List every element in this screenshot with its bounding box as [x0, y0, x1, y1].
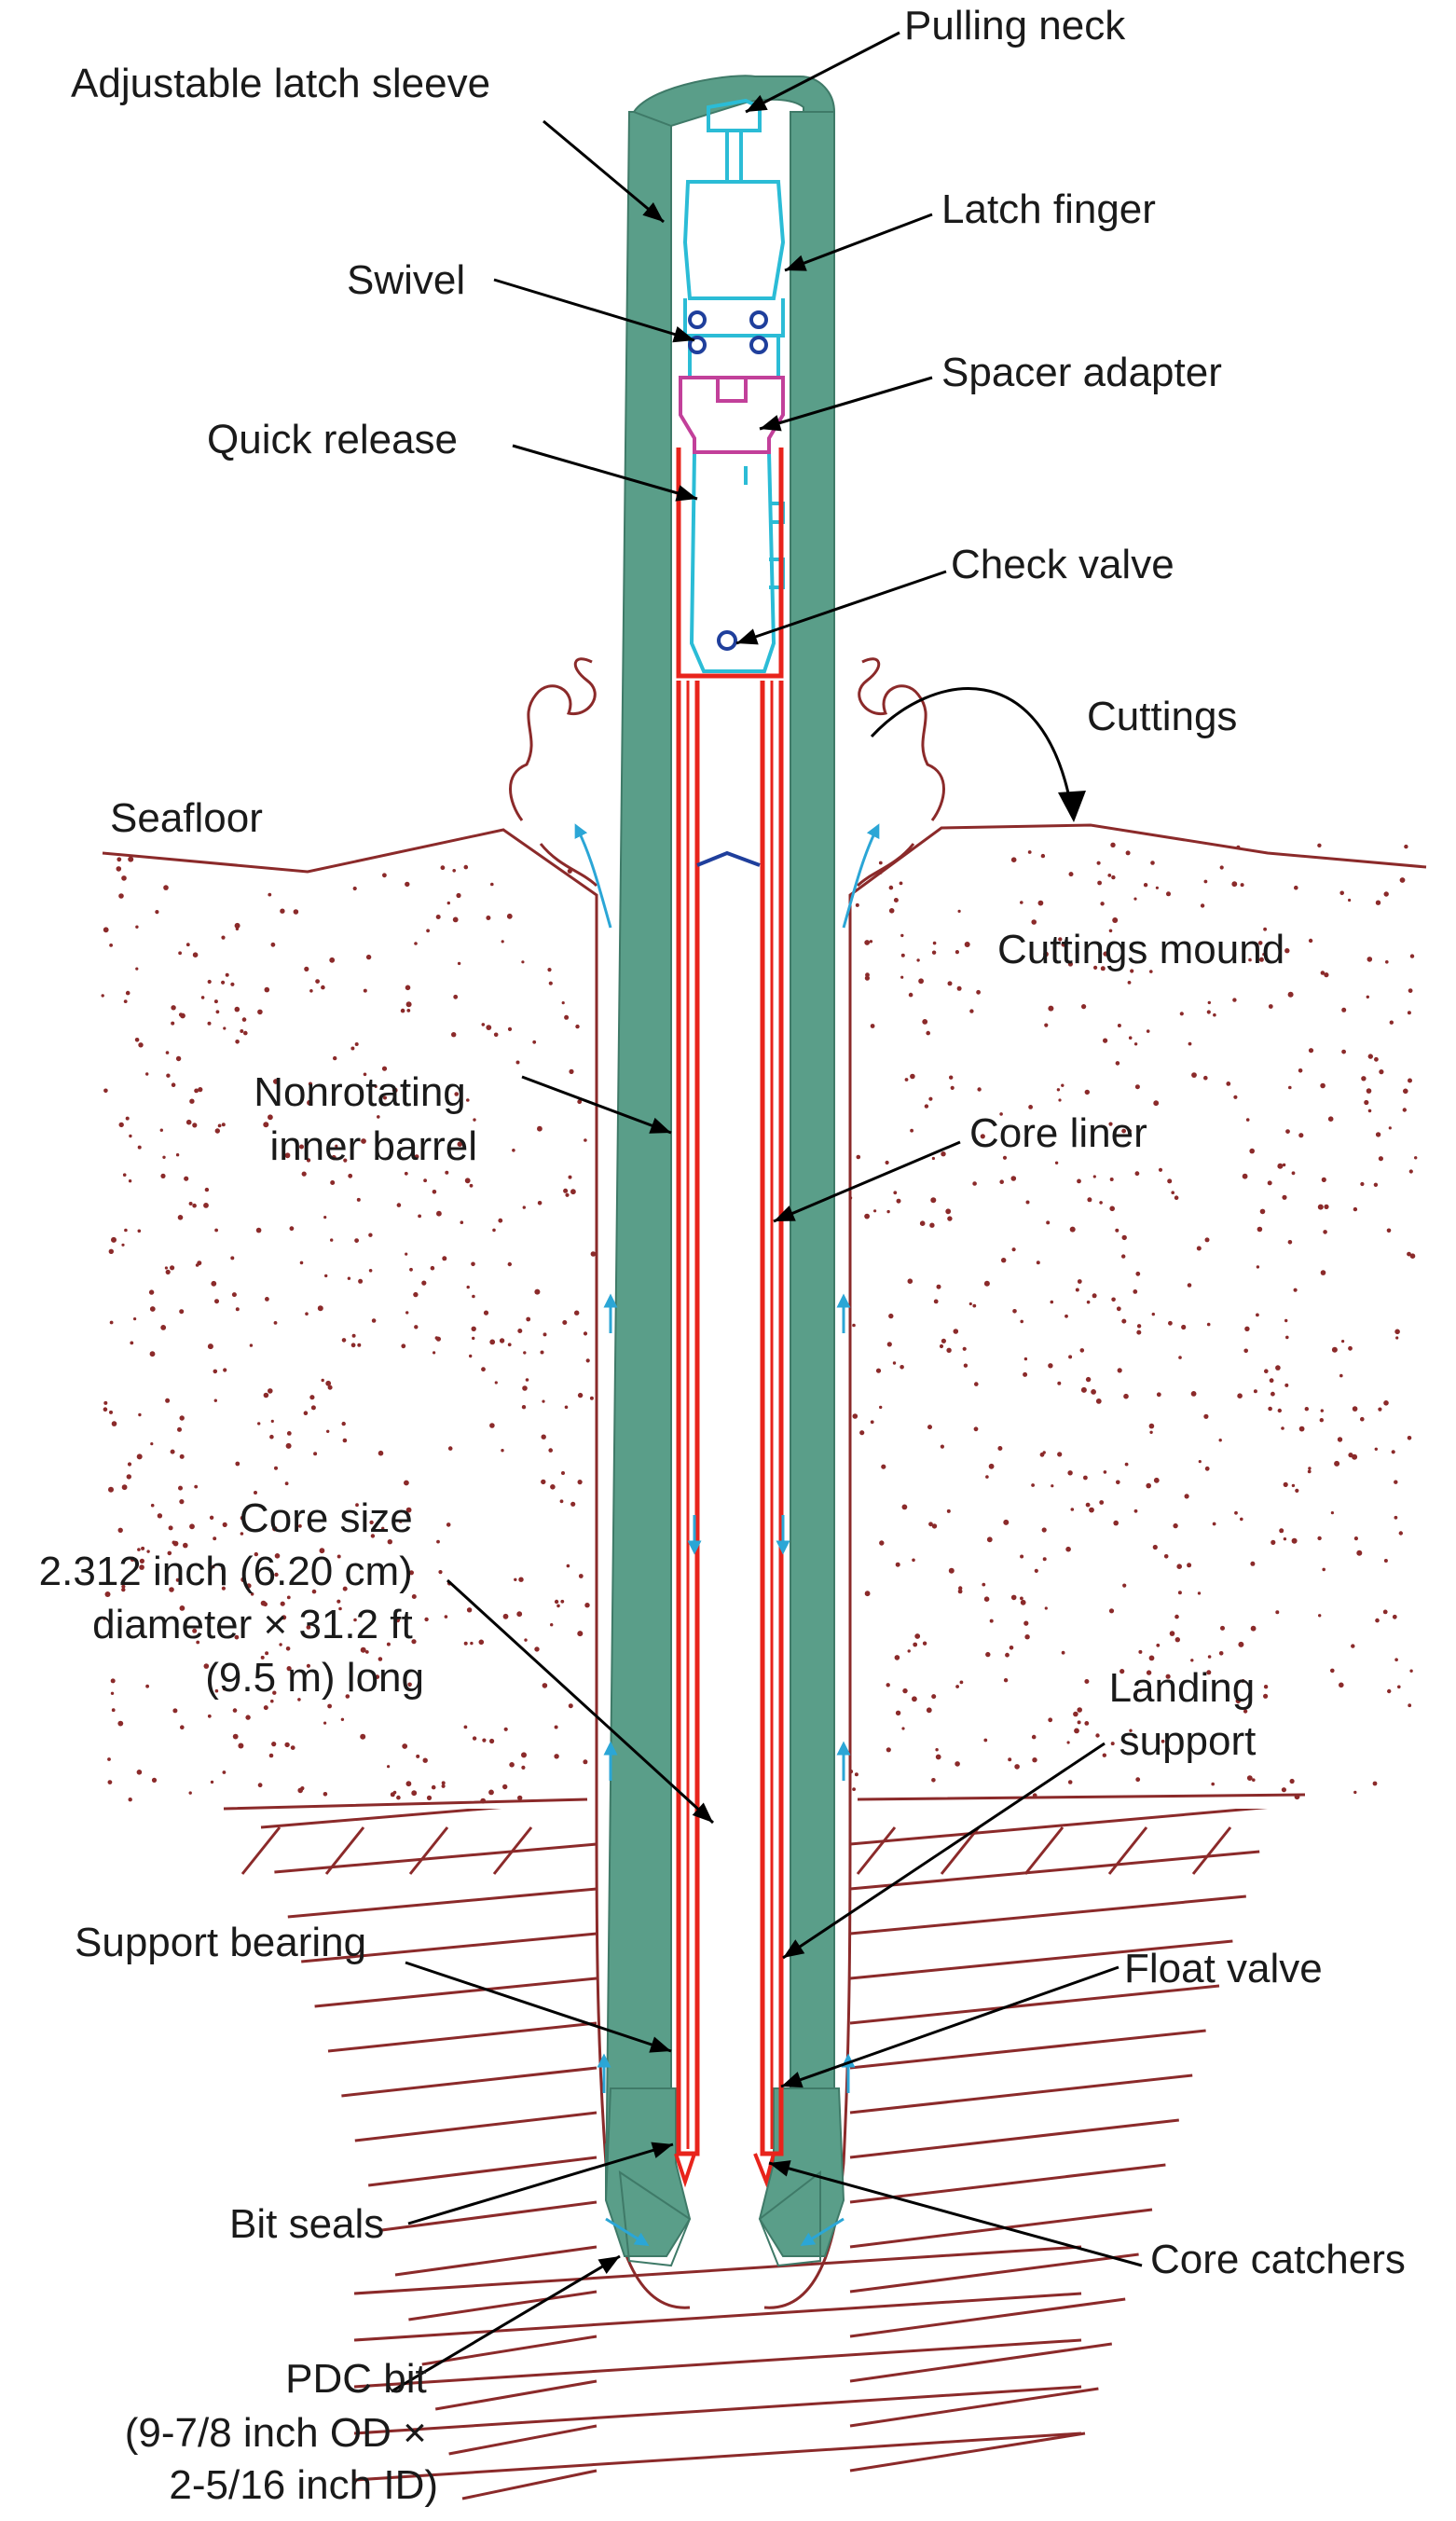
cuttings-arrow — [870, 687, 1074, 812]
check-valve-ball — [717, 630, 737, 651]
label-swivel: Swivel — [347, 257, 465, 303]
label-core-size: Core size 2.312 inch (6.20 cm) diameter … — [39, 1495, 424, 1701]
label-nonrotating-inner-barrel: Nonrotating inner barrel — [254, 1069, 477, 1169]
label-quick-release: Quick release — [207, 417, 458, 462]
leader-lines — [391, 31, 1143, 2393]
cuttings-plume-left — [509, 657, 598, 888]
latch-assembly — [682, 98, 786, 673]
label-landing-support: Landing support — [1109, 1665, 1267, 1764]
inner-barrel — [674, 448, 784, 2188]
label-pdc-bit: PDC bit (9-7/8 inch OD × 2-5/16 inch ID) — [125, 2356, 438, 2508]
label-cuttings: Cuttings — [1087, 694, 1237, 739]
cuttings-plume-right — [856, 657, 945, 888]
label-adjustable-latch-sleeve: Adjustable latch sleeve — [71, 61, 490, 106]
label-core-catchers: Core catchers — [1150, 2237, 1406, 2282]
cuttings-arrowhead — [1058, 791, 1086, 822]
label-cuttings-mound: Cuttings mound — [997, 927, 1284, 972]
label-float-valve: Float valve — [1124, 1946, 1323, 1991]
label-spacer-adapter: Spacer adapter — [941, 350, 1222, 395]
label-core-liner: Core liner — [969, 1110, 1147, 1156]
rock-top-line — [223, 1793, 1306, 1811]
borehole-wall-right — [763, 1817, 852, 2309]
label-support-bearing: Support bearing — [75, 1920, 366, 1965]
label-latch-finger: Latch finger — [941, 186, 1156, 232]
drill-pipe — [604, 75, 845, 2267]
borehole-wall-left — [595, 1817, 691, 2309]
swivel-bearings — [688, 310, 768, 354]
seafloor-line — [102, 823, 1427, 1818]
sediment-stipple — [101, 842, 1418, 1804]
label-check-valve: Check valve — [951, 542, 1174, 587]
label-bit-seals: Bit seals — [229, 2201, 384, 2247]
flow-arrows — [574, 823, 880, 2246]
bedrock-hatching — [240, 1809, 1273, 2500]
spacer-adapter — [679, 376, 785, 454]
label-pulling-neck: Pulling neck — [904, 3, 1126, 48]
label-seafloor: Seafloor — [110, 795, 263, 841]
core-top-marker — [696, 850, 761, 867]
